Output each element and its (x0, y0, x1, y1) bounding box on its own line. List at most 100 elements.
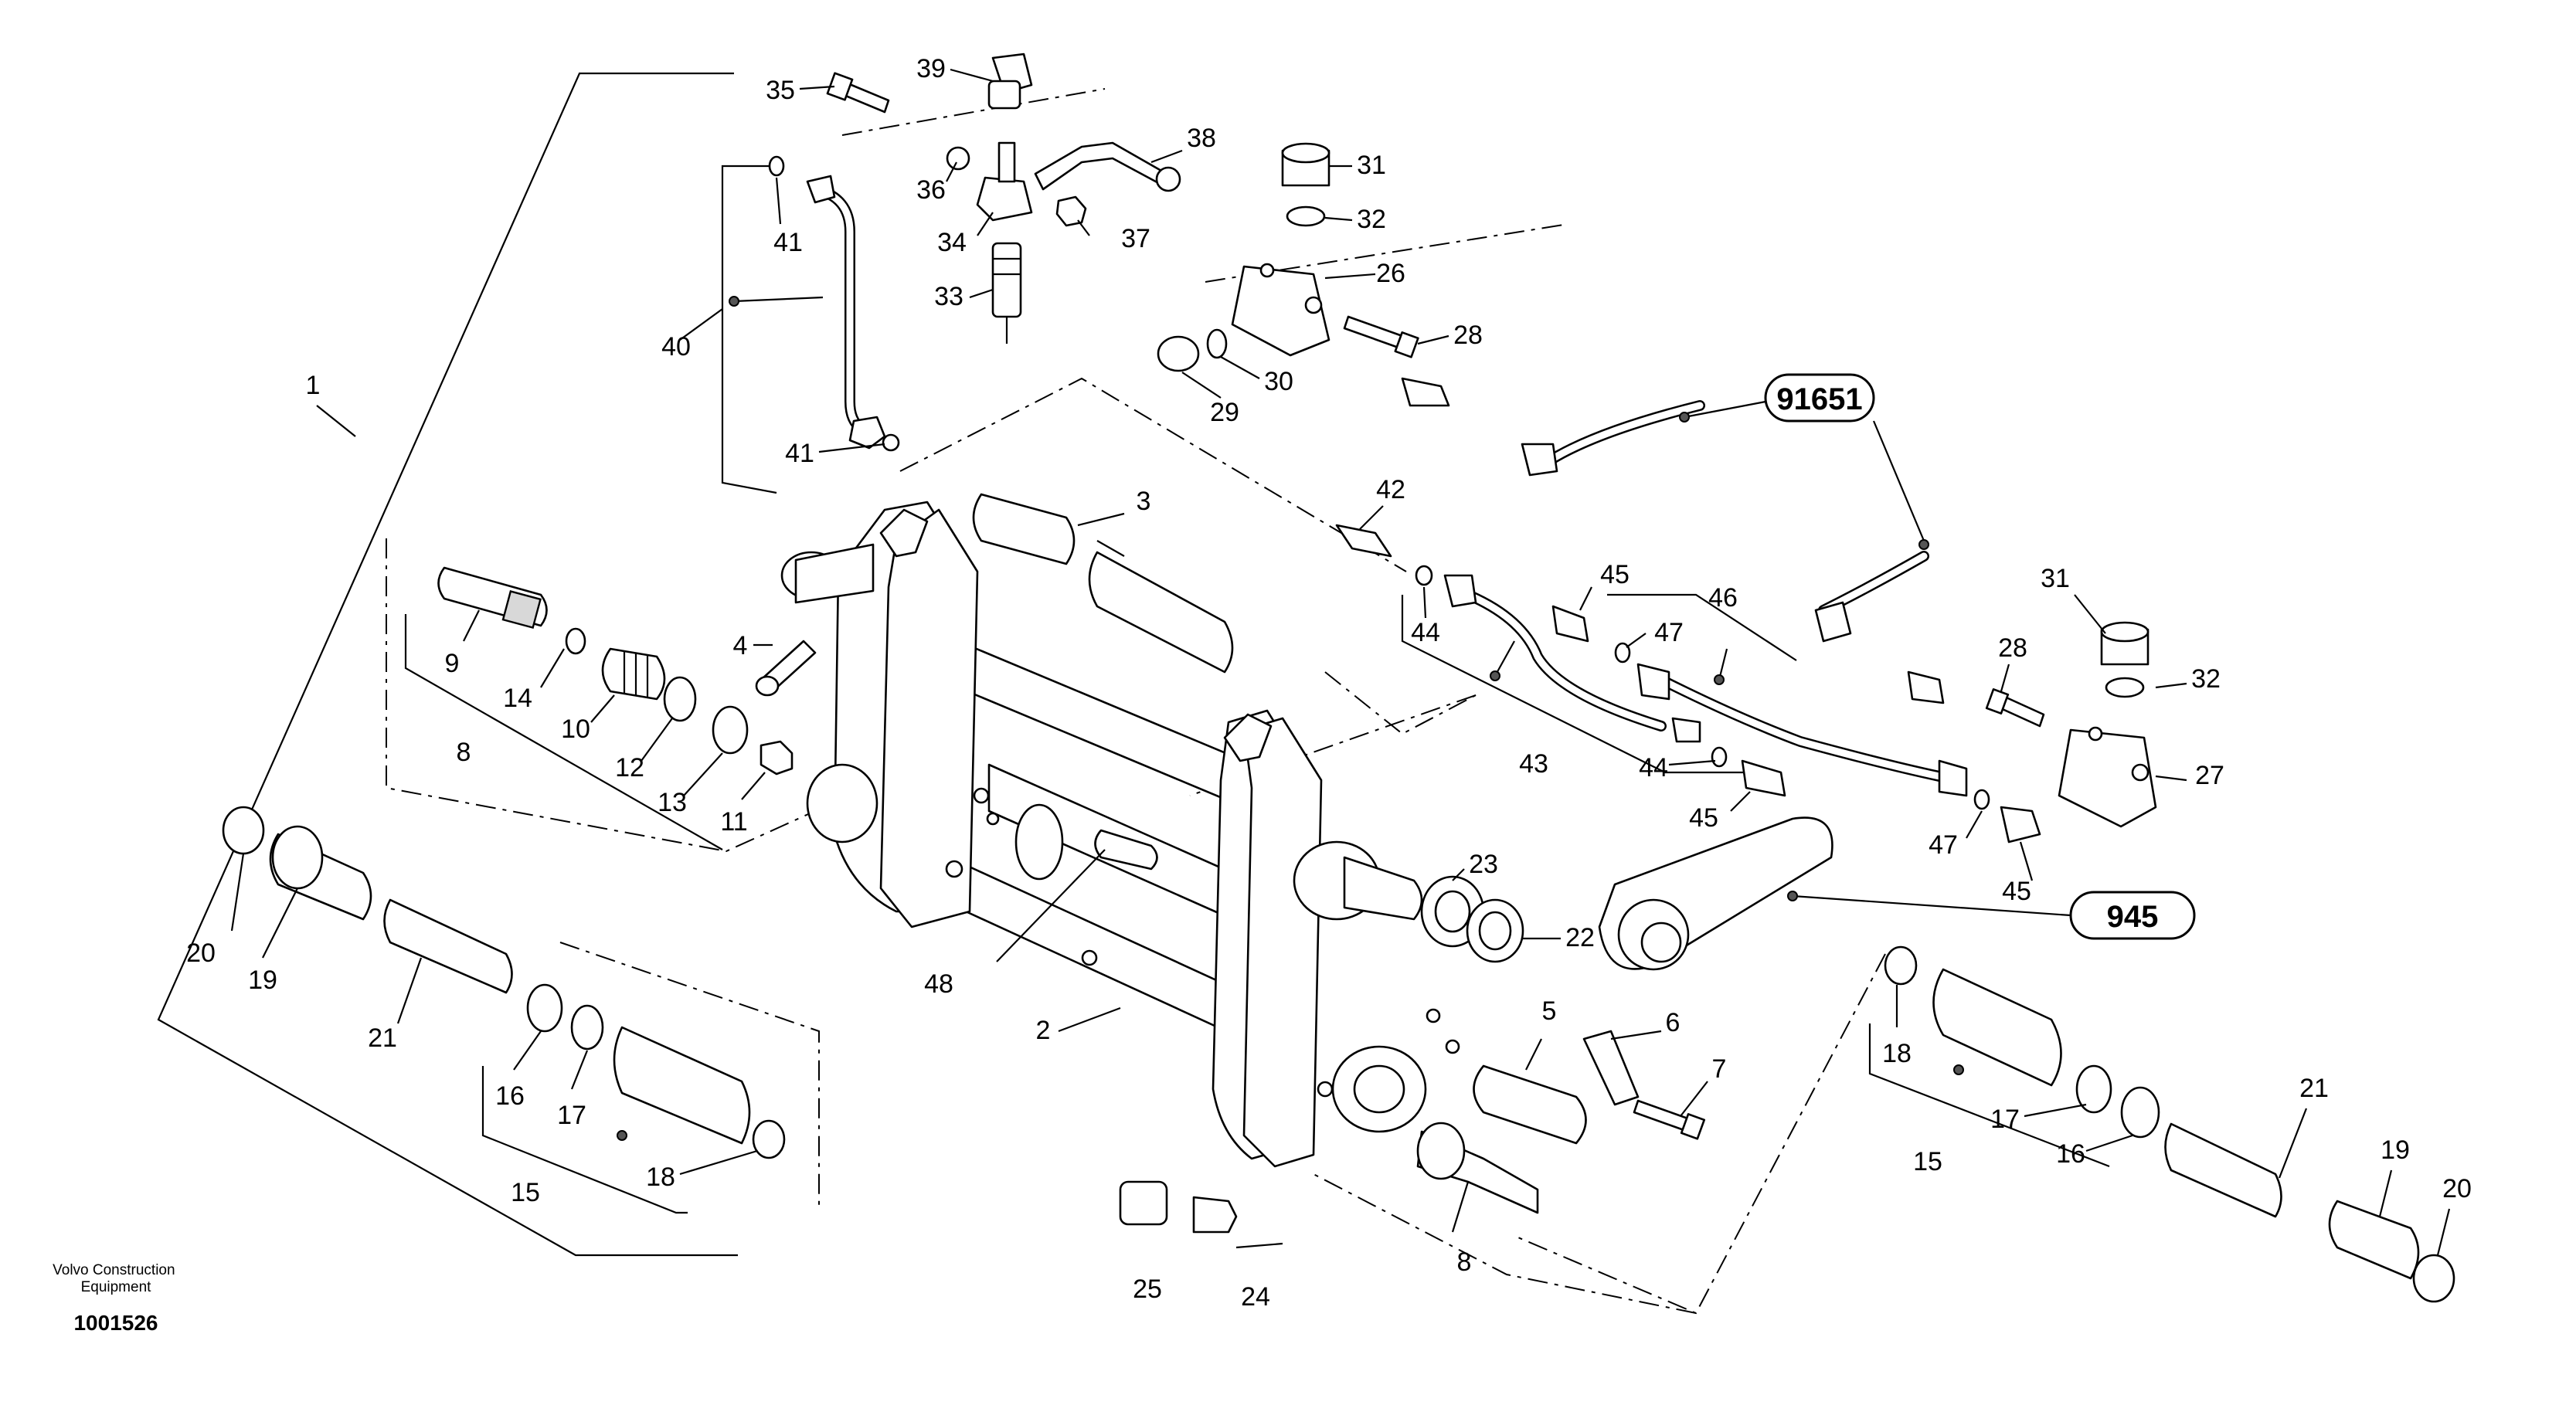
lower-left-pin-assembly (222, 806, 786, 1159)
o-ring-41-lower (882, 433, 900, 452)
label-21-left: 21 (368, 1023, 397, 1053)
reference-945[interactable]: 945 (2069, 891, 2196, 940)
label-20-left: 20 (186, 939, 216, 968)
left-lock-pin-assembly (437, 566, 817, 776)
leader-39 (950, 68, 994, 83)
label-48: 48 (924, 969, 953, 999)
block-27-port (2088, 726, 2103, 742)
handle-38 (1034, 141, 1168, 191)
label-47-lower: 47 (1929, 830, 1958, 860)
key-48 (1094, 829, 1158, 871)
pointer-91651-right (1872, 420, 1925, 541)
group-dot (617, 1130, 627, 1141)
label-45-upper: 45 (1600, 560, 1630, 589)
fitting-45-right (2000, 806, 2041, 843)
ring-17-left (570, 1004, 604, 1051)
left-pin-stub (794, 543, 875, 604)
label-45-right: 45 (2002, 877, 2031, 906)
frame-hole (1317, 1081, 1334, 1098)
pointer-91651-right-dot (1918, 539, 1929, 550)
label-18-left: 18 (646, 1163, 675, 1192)
bolt-4-head (755, 675, 780, 697)
label-23: 23 (1469, 850, 1498, 879)
leader-3b (1077, 512, 1125, 527)
leader-3a (1096, 540, 1125, 557)
leader-31-lower (2074, 594, 2106, 634)
leader-21-right (2278, 1108, 2308, 1179)
label-19-right: 19 (2381, 1135, 2410, 1165)
bracket-15-right (1868, 1023, 2110, 1168)
brand-line-2: Equipment (81, 1279, 152, 1295)
leader-48 (996, 849, 1106, 962)
leader-14 (540, 648, 565, 688)
hose-43-dot (1490, 670, 1500, 681)
label-15-right: 15 (1913, 1147, 1942, 1176)
leader-45-upper (1579, 586, 1592, 611)
leader-6 (1610, 1030, 1662, 1040)
seal-32-upper (1286, 205, 1326, 227)
fitting-39-body (987, 80, 1021, 110)
hose-40 (810, 184, 867, 434)
label-28-lower: 28 (1998, 633, 2027, 663)
pin-5 (1473, 1064, 1587, 1145)
label-19-left: 19 (248, 966, 277, 995)
frame-hole (1445, 1039, 1460, 1054)
leader-34 (977, 212, 994, 236)
right-side-plate-inner (1242, 717, 1323, 1168)
pointer-945 (1792, 894, 2071, 917)
label-18-right: 18 (1882, 1039, 1912, 1068)
hose-46-dot (1714, 674, 1725, 685)
leader-7 (1680, 1081, 1708, 1117)
label-31-upper: 31 (1357, 151, 1386, 180)
ring-16-right (2120, 1086, 2160, 1139)
leader-37 (1077, 219, 1090, 236)
label-41-lower: 41 (785, 439, 814, 468)
reference-91651[interactable]: 91651 (1764, 373, 1875, 423)
dash-box-lower-left (559, 942, 820, 1209)
bolt-28-lower-head (1985, 688, 2010, 714)
label-6: 6 (1666, 1008, 1681, 1037)
label-17-left: 17 (557, 1101, 586, 1130)
leader-27 (2155, 775, 2187, 782)
brand-name: Volvo Construction Equipment (53, 1262, 179, 1295)
left-side-plate-inner (879, 508, 979, 928)
leader-20-right (2436, 1208, 2451, 1256)
group-outlines (157, 72, 2110, 1315)
fitting-45-upper (1551, 605, 1589, 643)
leader-19-left (262, 888, 298, 959)
label-31-lower: 31 (2041, 564, 2070, 593)
frame-hole (1081, 949, 1098, 966)
dash-hydraulic-link (1205, 223, 1569, 283)
block-27 (2058, 728, 2157, 828)
reference-945-badge[interactable] (2069, 891, 2196, 940)
sleeve-18-right (1932, 968, 2062, 1087)
hose-43-nut-top (1443, 574, 1477, 608)
leader-lines (230, 68, 2451, 1256)
reference-91651-badge[interactable] (1764, 373, 1875, 423)
hydraulic-hoses-91651 (1401, 377, 1945, 704)
label-40: 40 (661, 332, 691, 361)
bracket-15-left (481, 1066, 688, 1214)
hose-upper-right-nut (1521, 443, 1558, 477)
seal-30 (1206, 328, 1228, 359)
hose-46-inner (1657, 676, 1943, 780)
label-10: 10 (561, 714, 590, 744)
bolt-28-upper-head (1394, 331, 1419, 358)
label-35: 35 (766, 76, 795, 105)
label-26: 26 (1376, 259, 1405, 288)
hose-43-inner (1464, 591, 1665, 730)
label-33: 33 (934, 282, 963, 311)
pointer-91651-dot (1679, 412, 1690, 423)
leader-24 (1235, 1242, 1283, 1249)
dash-frame-mid (1324, 671, 1477, 735)
leader-28-lower (2000, 664, 2010, 692)
leader-17-right (2024, 1103, 2087, 1118)
grease-nipple-24 (1192, 1196, 1238, 1234)
hose-upper-right-inner (1541, 402, 1704, 467)
reference-91651-text: 91651 (1776, 382, 1862, 416)
leader-40 (679, 308, 723, 341)
label-9: 9 (445, 649, 460, 678)
leader-42 (1359, 505, 1384, 530)
upper-fittings (729, 53, 1181, 452)
frame-hole (945, 860, 963, 878)
